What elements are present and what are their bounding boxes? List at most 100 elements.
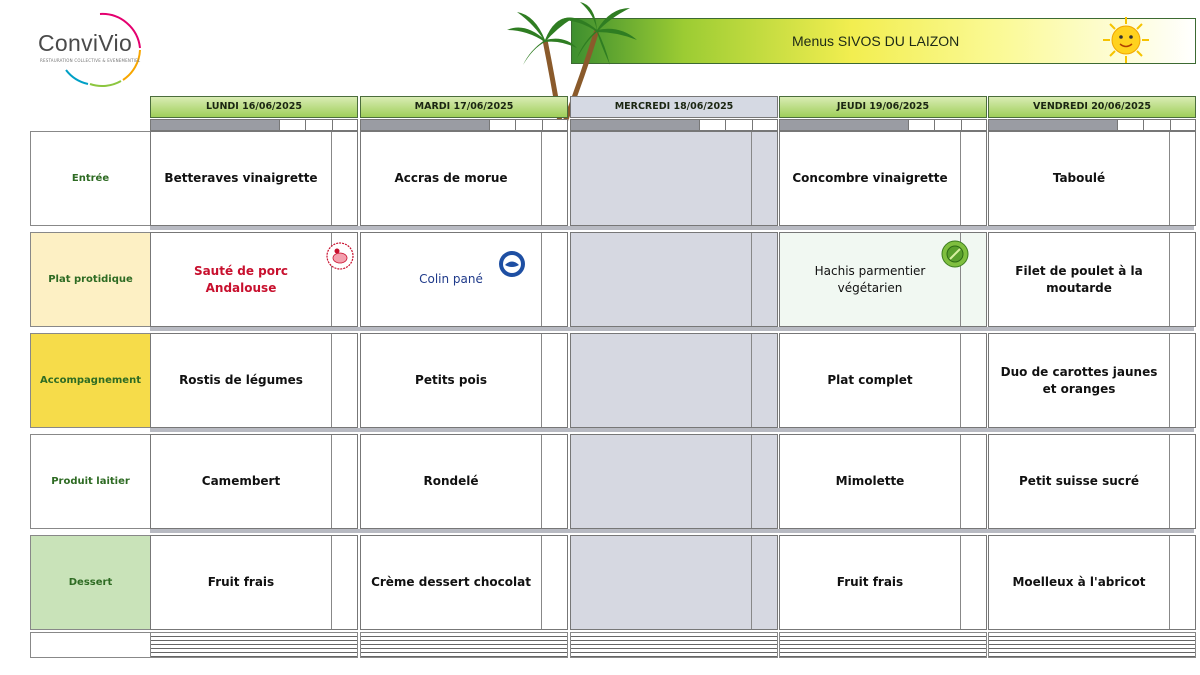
msc-fish-label-icon [497,249,527,279]
menu-item-text: Camembert [201,474,281,488]
menu-cell: Mimolette [779,434,987,529]
day-header-tuesday: MARDI 17/06/2025 [360,96,568,118]
logo-ring-icon [65,12,141,87]
menu-item-text: Betteraves vinaigrette [164,171,318,185]
menu-cell: Colin pané [360,232,568,327]
menu-cell: Petits pois [360,333,568,428]
course-label-entree: Entrée [30,131,151,226]
menu-cell: Taboulé [988,131,1196,226]
footer-cell [360,632,568,658]
day-header-thursday: JEUDI 19/06/2025 [779,96,987,118]
menu-item-text: Accras de morue [394,171,508,185]
cell-divider [331,233,332,326]
menu-cell: Hachis parmentier végétarien [779,232,987,327]
menu-item-text: Petits pois [415,373,487,387]
menu-cell [570,333,778,428]
menu-cell: Fruit frais [779,535,987,630]
menu-cell: Rostis de légumes [150,333,358,428]
menu-item-text: Rondelé [423,474,479,488]
cell-divider [1169,536,1170,629]
menu-item-text: Fruit frais [207,575,275,589]
cell-divider [960,536,961,629]
menu-item-text: Petit suisse sucré [1019,474,1139,488]
row-divider [150,327,1194,331]
menu-item-text: Mimolette [835,474,905,488]
menu-cell: Duo de carottes jaunes et oranges [988,333,1196,428]
course-label-dessert: Dessert [30,535,151,630]
day-header-friday: VENDREDI 20/06/2025 [988,96,1196,118]
menu-item-text: Hachis parmentier végétarien [814,263,926,295]
cell-divider [541,435,542,528]
menu-cell: Rondelé [360,434,568,529]
menu-cell: Concombre vinaigrette [779,131,987,226]
cell-divider [331,435,332,528]
menu-item-text: Taboulé [1052,171,1106,185]
menu-cell: Sauté de porc Andalouse [150,232,358,327]
menu-cell: Filet de poulet à la moutarde [988,232,1196,327]
footer-label-cell [30,632,151,658]
menu-item-text [571,334,751,427]
menu-item-text [571,132,751,225]
cell-divider [751,132,752,225]
day-subbar [570,119,778,131]
cell-divider [960,233,961,326]
menu-cell: Fruit frais [150,535,358,630]
cell-divider [1169,132,1170,225]
menu-item-text: Duo de carottes jaunes et oranges [1000,364,1158,396]
cell-divider [751,435,752,528]
row-divider [150,226,1194,230]
cell-divider [1169,233,1170,326]
menu-cell: Moelleux à l'abricot [988,535,1196,630]
day-subbar [150,119,358,131]
row-divider [150,428,1194,432]
menu-cell: Plat complet [779,333,987,428]
day-header-wednesday: MERCREDI 18/06/2025 [570,96,778,118]
cell-divider [1169,334,1170,427]
course-label-accompagnement: Accompagnement [30,333,151,428]
logo-tagline: RESTAURATION COLLECTIVE & EVENEMENTIEL [40,58,141,63]
menu-cell [570,434,778,529]
course-label-laitier: Produit laitier [30,434,151,529]
day-header-monday: LUNDI 16/06/2025 [150,96,358,118]
row-divider [150,529,1194,533]
menu-item-text [571,233,751,326]
menu-item-text: Rostis de légumes [179,373,303,387]
pork-label-icon [325,241,355,271]
cell-divider [541,334,542,427]
cell-divider [541,132,542,225]
cell-divider [960,435,961,528]
footer-cell [988,632,1196,658]
footer-cell [150,632,358,658]
cell-divider [751,334,752,427]
menu-cell: Betteraves vinaigrette [150,131,358,226]
cell-divider [1169,435,1170,528]
cell-divider [541,233,542,326]
cell-divider [331,334,332,427]
menu-cell [570,535,778,630]
cell-divider [331,132,332,225]
title-banner: Menus SIVOS DU LAIZON [571,17,1196,64]
menu-item-text [571,435,751,528]
menu-cell: Accras de morue [360,131,568,226]
logo-text: ConviVio [38,30,133,56]
cell-divider [751,233,752,326]
menu-item-text: Colin pané [419,272,483,286]
menu-cell: Crème dessert chocolat [360,535,568,630]
page-title: Menus SIVOS DU LAIZON [792,33,960,49]
footer-cell [570,632,778,658]
convivio-logo: ConviVio RESTAURATION COLLECTIVE & EVENE… [28,8,158,87]
menu-item-text: Fruit frais [836,575,904,589]
footer-cell [779,632,987,658]
cell-divider [960,334,961,427]
menu-cell: Camembert [150,434,358,529]
sun-icon [1103,17,1149,63]
menu-item-text: Plat complet [827,373,913,387]
cell-divider [960,132,961,225]
vegetarian-label-icon [940,239,970,269]
cell-divider [541,536,542,629]
menu-item-text: Moelleux à l'abricot [1012,575,1146,589]
cell-divider [331,536,332,629]
menu-cell: Petit suisse sucré [988,434,1196,529]
menu-item-text: Concombre vinaigrette [792,171,948,185]
menu-cell [570,131,778,226]
